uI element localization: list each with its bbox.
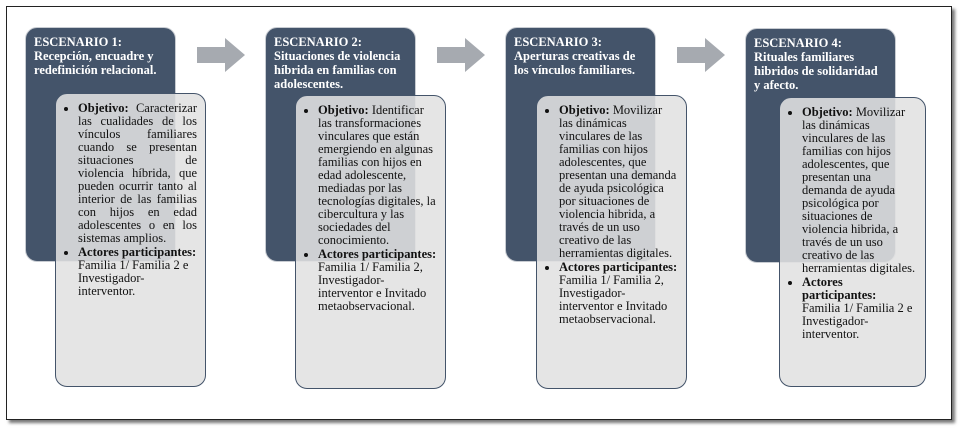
actors-text: Familia 1/ Familia 2, Investigador-inter… (318, 260, 427, 313)
scenario-title: ESCENARIO 2: (274, 35, 362, 49)
objective-item: Objetivo: Movilizar las dinámicas vincul… (802, 106, 917, 275)
actors-label: Actores participantes: (559, 260, 678, 274)
actors-label: Actores participantes: (78, 245, 197, 259)
scenario-3-details: Objetivo: Movilizar las dinámicas vincul… (536, 95, 687, 389)
scenario-title: ESCENARIO 1: (34, 35, 122, 49)
scenario-2-details: Objetivo: Identificar las transformacion… (295, 95, 446, 389)
actors-item: Actores participantes: Familia 1/ Famili… (802, 276, 917, 341)
actors-item: Actores participantes: Familia 1/ Famili… (559, 261, 678, 326)
arrow-right-icon (677, 38, 725, 72)
objective-item: Objetivo: Identificar las transformacion… (318, 104, 437, 247)
actors-item: Actores participantes: Familia 1/ Famili… (78, 246, 197, 298)
scenario-subtitle: Recepción, encuadre y redefinición relac… (34, 49, 157, 77)
objective-text: Movilizar las dinámicas vinculares de la… (559, 103, 677, 260)
objective-label: Objetivo: (78, 101, 129, 115)
objective-text: Caracterizar las cualidades de los víncu… (78, 101, 197, 245)
objective-text: Movilizar las dinámicas vinculares de la… (802, 105, 916, 275)
scenario-4-details: Objetivo: Movilizar las dinámicas vincul… (779, 97, 926, 387)
scenario-subtitle: Situaciones de violencia híbrida en fami… (274, 49, 401, 91)
objective-label: Objetivo: (802, 105, 853, 119)
scenario-1-details: Objetivo: Caracterizar las cualidades de… (55, 93, 206, 387)
actors-text: Familia 1/ Familia 2, Investigador-inter… (559, 273, 668, 326)
actors-text: Familia 1/ Familia 2 e Investigador-inte… (802, 301, 913, 341)
objective-item: Objetivo: Movilizar las dinámicas vincul… (559, 104, 678, 260)
actors-label: Actores participantes: (318, 247, 437, 261)
scenario-title: ESCENARIO 4: (754, 36, 842, 50)
actors-item: Actores participantes: Familia 1/ Famili… (318, 248, 437, 313)
scenario-subtitle: Aperturas creativas de los vínculos fami… (514, 49, 636, 77)
objective-item: Objetivo: Caracterizar las cualidades de… (78, 102, 197, 245)
scenario-subtitle: Rituales familiares hibridos de solidari… (754, 50, 878, 92)
objective-text: Identificar las transformaciones vincula… (318, 103, 436, 247)
actors-label: Actores participantes: (802, 275, 877, 302)
arrow-right-icon (437, 38, 485, 72)
objective-label: Objetivo: (559, 103, 610, 117)
objective-label: Objetivo: (318, 103, 369, 117)
scenario-title: ESCENARIO 3: (514, 35, 602, 49)
actors-text: Familia 1/ Familia 2 e Investigador-inte… (78, 258, 189, 298)
arrow-right-icon (197, 38, 245, 72)
